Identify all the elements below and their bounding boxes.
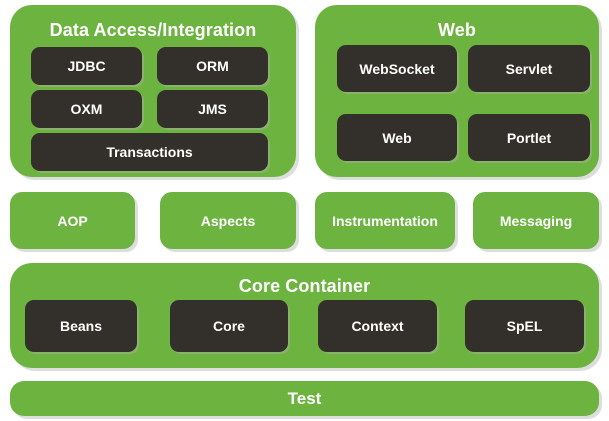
module-jms[interactable]: JMS — [157, 90, 268, 128]
module-core[interactable]: Core — [170, 300, 288, 352]
module-orm-label: ORM — [196, 58, 229, 74]
module-oxm[interactable]: OXM — [31, 90, 142, 128]
module-oxm-label: OXM — [70, 101, 103, 117]
module-context[interactable]: Context — [318, 300, 437, 352]
module-instrumentation[interactable]: Instrumentation — [315, 192, 455, 249]
module-spel[interactable]: SpEL — [465, 300, 584, 352]
module-websocket[interactable]: WebSocket — [337, 45, 457, 92]
module-transactions-label: Transactions — [106, 144, 193, 160]
panel-core-container-title: Core Container — [238, 276, 371, 296]
module-orm[interactable]: ORM — [157, 47, 268, 85]
module-beans-label: Beans — [59, 318, 103, 334]
module-beans[interactable]: Beans — [25, 300, 137, 352]
module-context-label: Context — [351, 318, 404, 334]
module-transactions[interactable]: Transactions — [31, 133, 268, 171]
module-web-label: Web — [382, 129, 412, 146]
module-portlet[interactable]: Portlet — [468, 114, 590, 161]
module-messaging-label: Messaging — [499, 212, 573, 229]
module-jms-label: JMS — [198, 101, 227, 117]
module-aspects-label: Aspects — [200, 212, 256, 229]
module-portlet-label: Portlet — [506, 129, 552, 146]
module-servlet-label: Servlet — [505, 60, 553, 77]
module-test-label: Test — [287, 388, 322, 408]
module-web[interactable]: Web — [337, 114, 457, 161]
module-aspects[interactable]: Aspects — [160, 192, 296, 249]
module-spel-label: SpEL — [506, 318, 543, 334]
module-jdbc[interactable]: JDBC — [31, 47, 142, 85]
module-messaging[interactable]: Messaging — [473, 192, 599, 249]
module-core-label: Core — [213, 318, 245, 334]
module-aop-label: AOP — [57, 212, 88, 229]
panel-data-access-title: Data Access/Integration — [49, 20, 257, 40]
panel-web-title: Web — [438, 20, 476, 40]
module-websocket-label: WebSocket — [359, 60, 435, 77]
module-servlet[interactable]: Servlet — [468, 45, 590, 92]
module-instrumentation-label: Instrumentation — [332, 212, 438, 229]
module-jdbc-label: JDBC — [67, 58, 106, 74]
module-aop[interactable]: AOP — [10, 192, 135, 249]
module-test[interactable]: Test — [10, 381, 599, 416]
